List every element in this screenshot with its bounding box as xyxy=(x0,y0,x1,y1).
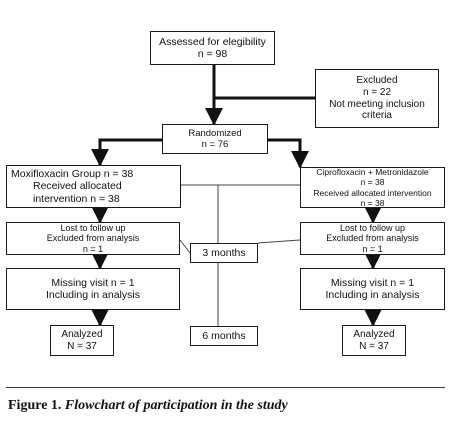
left-allocation-line xyxy=(91,138,162,167)
figure-caption: Figure 1. Flowchart of participation in … xyxy=(8,398,448,414)
lost-left-excluded-label: Excluded from analysis xyxy=(46,233,140,244)
moxifloxacin-group-box: Moxifloxacin Group n = 38 Received alloc… xyxy=(6,165,181,208)
lost-right-label: Lost to follow up xyxy=(339,222,406,233)
moxifloxacin-group-label: Moxifloxacin Group n = 38 xyxy=(11,167,134,180)
lost-left-label: Lost to follow up xyxy=(60,222,126,233)
right-allocation-line xyxy=(268,138,309,169)
figure-caption-text: Flowchart of participation in the study xyxy=(64,398,288,413)
missing-left-label: Missing visit n = 1 xyxy=(51,276,135,289)
lost-right-count: n = 1 xyxy=(362,243,383,254)
randomized-label: Randomized xyxy=(188,127,242,139)
cipro-metro-group-label: Ciprofloxacin + Metronidazole xyxy=(316,167,429,178)
assessed-label: Assessed for elegibility xyxy=(159,35,266,48)
assessed-box: Assessed for elegibility n = 98 xyxy=(150,31,275,65)
three-months-label: 3 months xyxy=(202,246,246,259)
missing-right-label: Missing visit n = 1 xyxy=(330,276,415,289)
missing-right-including-label: Including in analysis xyxy=(325,289,420,301)
three-months-box: 3 months xyxy=(190,243,258,263)
analyzed-right-box: Analyzed N = 37 xyxy=(342,325,406,356)
analyzed-left-box: Analyzed N = 37 xyxy=(50,325,114,356)
analyzed-left-count: N = 37 xyxy=(67,340,97,352)
randomized-box: Randomized n = 76 xyxy=(162,124,268,154)
cipro-metro-group-box: Ciprofloxacin + Metronidazole n = 38 Rec… xyxy=(300,167,445,208)
excluded-reason-1: Not meeting inclusion xyxy=(329,98,425,110)
assessed-count: n = 98 xyxy=(197,48,228,60)
analyzed-left-label: Analyzed xyxy=(61,328,103,340)
excluded-reason-2: criteria xyxy=(361,110,392,122)
analyzed-right-label: Analyzed xyxy=(353,328,395,340)
figure-caption-label: Figure 1. xyxy=(8,398,62,413)
moxifloxacin-intervention-label: intervention n = 38 xyxy=(33,192,120,205)
analyzed-right-count: N = 37 xyxy=(359,340,389,352)
flowchart-connectors xyxy=(91,65,382,327)
six-months-label: 6 months xyxy=(202,329,246,342)
three-months-right-link xyxy=(257,239,301,244)
caption-divider xyxy=(6,387,445,388)
lost-right-box: Lost to follow up Excluded from analysis… xyxy=(300,222,445,255)
excluded-box: Excluded n = 22 Not meeting inclusion cr… xyxy=(315,69,439,128)
cipro-metro-group-count: n = 38 xyxy=(360,177,385,188)
cipro-metro-received-label: Received allocated intervention xyxy=(313,187,432,198)
six-months-box: 6 months xyxy=(190,326,258,346)
lost-left-box: Lost to follow up Excluded from analysis… xyxy=(6,222,180,255)
missing-left-including-label: Including in analysis xyxy=(46,289,140,301)
randomized-count: n = 76 xyxy=(201,139,229,150)
lost-left-count: n = 1 xyxy=(82,243,104,254)
lost-right-excluded-label: Excluded from analysis xyxy=(326,233,419,244)
cipro-metro-intervention-count: n = 38 xyxy=(360,197,385,208)
excluded-label: Excluded xyxy=(356,74,398,86)
missing-right-box: Missing visit n = 1 Including in analysi… xyxy=(300,268,445,310)
missing-left-box: Missing visit n = 1 Including in analysi… xyxy=(6,268,180,310)
moxifloxacin-received-label: Received allocated xyxy=(33,180,122,193)
three-months-left-link xyxy=(179,239,191,254)
excluded-count: n = 22 xyxy=(362,86,392,98)
